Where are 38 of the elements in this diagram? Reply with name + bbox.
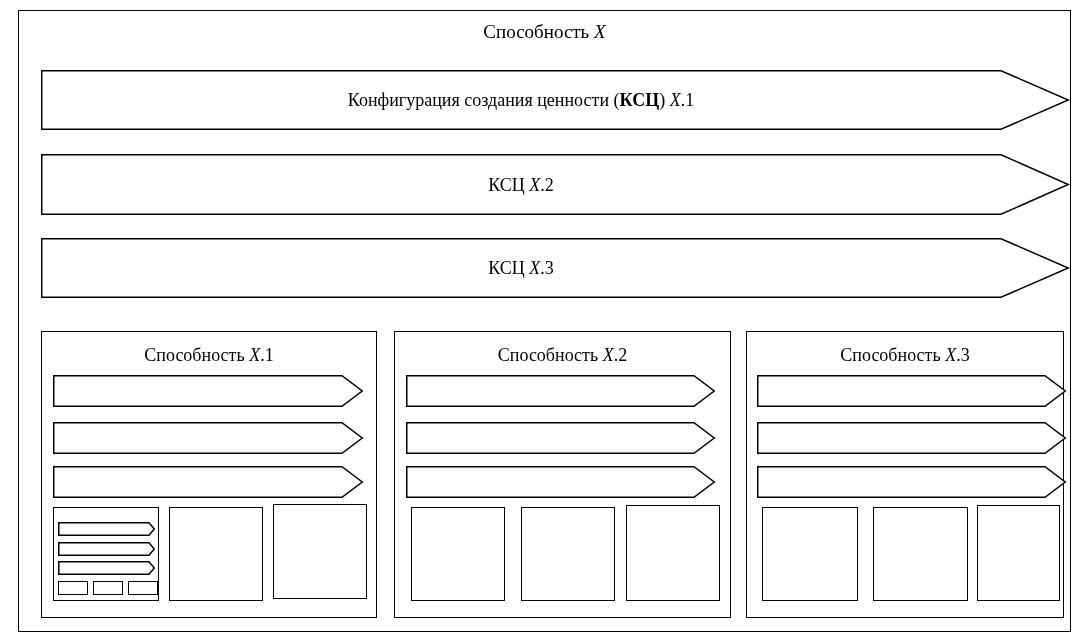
- chevron-shape: [58, 561, 155, 575]
- capability-panel: [41, 331, 377, 618]
- capability-panel: [394, 331, 731, 618]
- chevron-label: КСЦ X.3: [487, 257, 555, 279]
- chevron-shape: [757, 422, 1066, 454]
- empty-box: [53, 507, 159, 601]
- chevron-label: КСЦ X.2: [487, 174, 555, 195]
- chevron-shape: [41, 70, 1069, 130]
- empty-box: [977, 505, 1060, 601]
- chevron-shape: [53, 422, 363, 454]
- chevron-shape: [41, 238, 1069, 298]
- chevron-shape: [757, 466, 1066, 498]
- chevron-shape: [406, 466, 715, 498]
- capability-panel: [746, 331, 1064, 618]
- empty-box: [626, 505, 720, 601]
- empty-box: [521, 507, 615, 601]
- empty-box: [58, 581, 88, 595]
- chevron-shape: [53, 466, 363, 498]
- empty-box: [762, 507, 858, 601]
- empty-box: [169, 507, 263, 601]
- empty-box: [93, 581, 123, 595]
- chevron-shape: [406, 375, 715, 407]
- chevron-shape: [53, 375, 363, 407]
- chevron-shape: [58, 542, 155, 556]
- panel-title: Способность X.1: [143, 345, 275, 366]
- empty-box: [128, 581, 158, 595]
- chevron-shape: [41, 154, 1069, 215]
- panel-title: Способность X.2: [496, 345, 629, 366]
- chevron-label: Конфигурация создания ценности (КСЦ) X.1: [346, 89, 696, 111]
- chevron-shape: [58, 522, 155, 536]
- panel-title: Способность X: [482, 21, 607, 43]
- chevron-shape: [406, 422, 715, 454]
- empty-box: [273, 504, 367, 599]
- empty-box: [873, 507, 968, 601]
- chevron-shape: [757, 375, 1066, 407]
- panel-title: Способность X.3: [839, 345, 971, 366]
- capability-panel: [18, 10, 1071, 632]
- empty-box: [411, 507, 505, 601]
